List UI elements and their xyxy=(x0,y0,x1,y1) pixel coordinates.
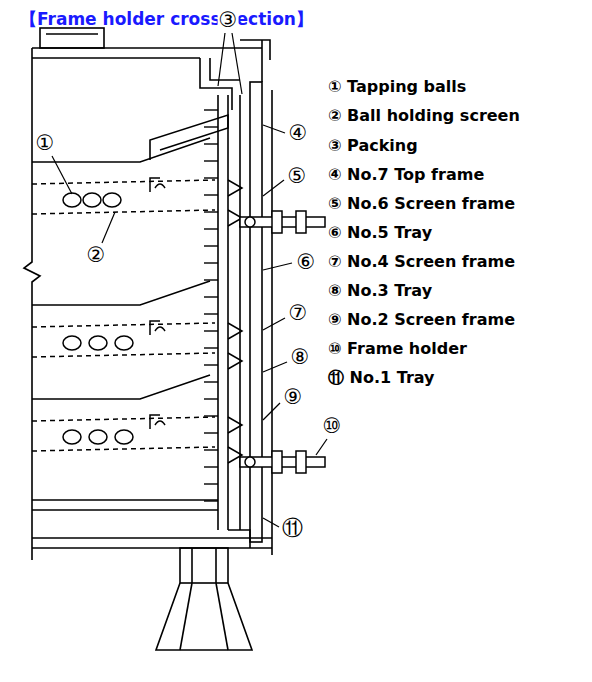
tapping-ball xyxy=(89,336,107,350)
callout-number: ⑤ xyxy=(287,165,308,187)
tapping-ball xyxy=(83,193,101,207)
discharge-chute xyxy=(180,548,228,583)
callout-number: ⑪ xyxy=(281,517,304,539)
key-entry: ③ Packing xyxy=(328,135,418,157)
tapping-ball xyxy=(63,430,81,444)
callout-number: ② xyxy=(86,244,107,266)
top-flange xyxy=(40,28,104,48)
tray-level xyxy=(32,375,242,463)
housing xyxy=(24,28,272,650)
key-entry: ⑤ No.6 Screen frame xyxy=(328,193,515,215)
tapping-ball xyxy=(115,336,133,350)
key-entry: ⑥ No.5 Tray xyxy=(328,222,432,244)
callout-number: ⑩ xyxy=(322,415,343,437)
tray-level xyxy=(32,138,242,226)
key-entry: ⑧ No.3 Tray xyxy=(328,280,432,302)
key-entry: ⑪ No.1 Tray xyxy=(328,367,435,389)
tapping-ball xyxy=(115,430,133,444)
callout-number: ⑥ xyxy=(296,251,317,273)
key-entry: ① Tapping balls xyxy=(328,76,466,98)
callout-number: ⑨ xyxy=(283,386,304,408)
key-entry: ⑨ No.2 Screen frame xyxy=(328,309,515,331)
callout-number: ③ xyxy=(218,9,239,31)
callout-number: ① xyxy=(35,132,56,154)
tray-level xyxy=(32,281,242,369)
screw-ticks xyxy=(204,110,218,501)
ball-holding-screen xyxy=(32,447,215,451)
key-entry: ② Ball holding screen xyxy=(328,105,520,127)
tapping-ball xyxy=(63,336,81,350)
tapping-ball xyxy=(89,430,107,444)
frame-holder-bolts xyxy=(240,211,325,473)
ball-holding-screen xyxy=(32,353,215,357)
tapping-ball xyxy=(103,193,121,207)
diagram-title: 【Frame holder cross section】 xyxy=(20,8,313,31)
tapping-ball xyxy=(63,193,81,207)
ball-holding-screen xyxy=(32,210,215,214)
key-entry: ⑦ No.4 Screen frame xyxy=(328,251,515,273)
frame-holder-bar xyxy=(250,82,262,542)
key-entry: ④ No.7 Top frame xyxy=(328,164,484,186)
callout-number: ⑧ xyxy=(290,346,311,368)
key-entry: ⑩ Frame holder xyxy=(328,338,467,360)
tray-levels xyxy=(32,138,242,463)
callout-number: ⑦ xyxy=(288,302,309,324)
left-wall xyxy=(24,48,40,560)
callout-number: ④ xyxy=(288,122,309,144)
leader-lines xyxy=(52,33,327,527)
